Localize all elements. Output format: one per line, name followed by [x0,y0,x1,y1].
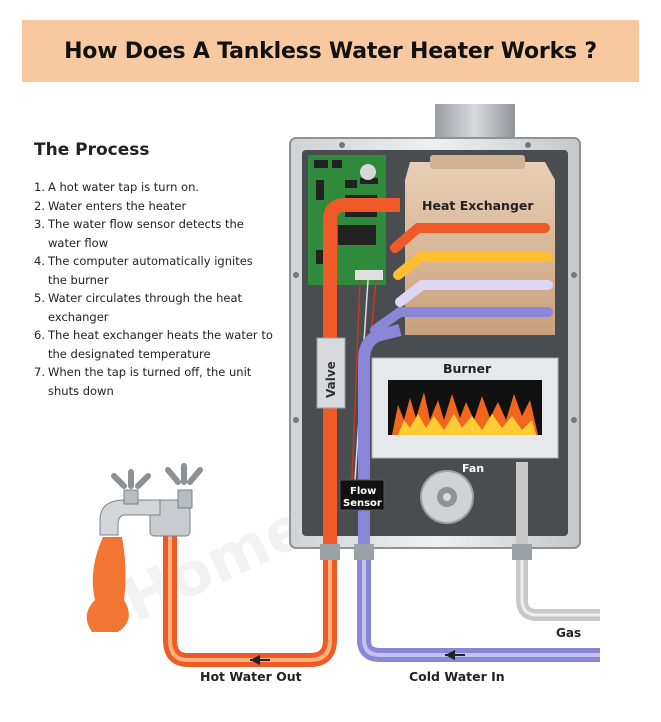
burner-label: Burner [443,361,492,376]
faucet-icon [100,466,200,536]
gas-label: Gas [556,626,581,640]
hot-water-out-label: Hot Water Out [200,669,302,684]
cold-water-in-label: Cold Water In [409,669,505,684]
valve-label: Valve [324,361,338,398]
cold-water-in-pipe [364,560,600,655]
hot-water-stream [87,537,129,632]
internal-gas-pipe [516,462,528,548]
gas-pipe [522,560,600,615]
flow-sensor-label-2: Sensor [343,498,382,509]
flow-sensor-label: Flow [350,486,376,497]
heat-exchanger-label: Heat Exchanger [422,198,534,213]
fan-label: Fan [462,462,484,475]
flue-pipe [435,104,515,142]
